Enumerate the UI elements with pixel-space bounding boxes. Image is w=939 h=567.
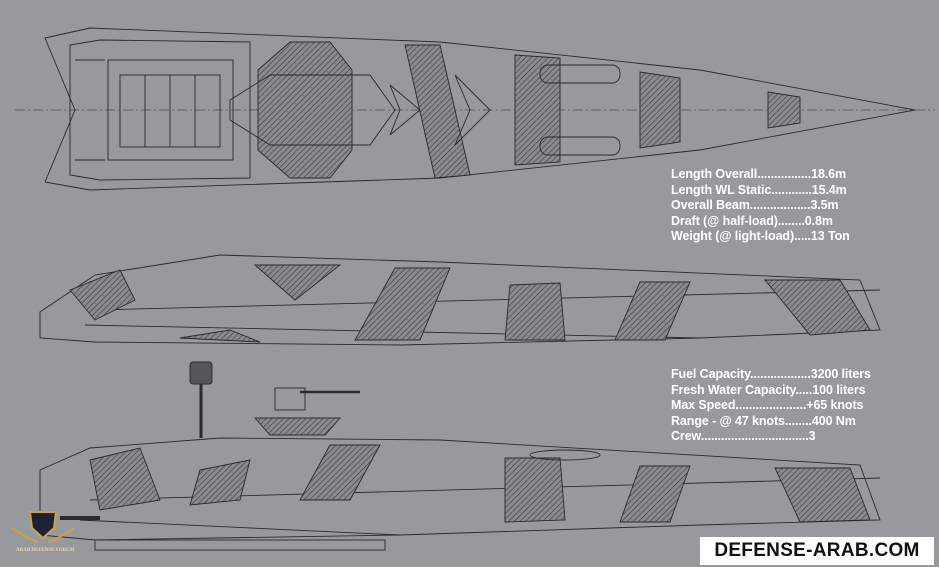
spec-row: Length WL Static............15.4m <box>671 183 850 199</box>
side-view-plain <box>39 254 881 346</box>
spec-value: 3200 liters <box>810 367 871 381</box>
spec-row: Range - @ 47 knots........400 Nm <box>671 414 871 430</box>
logo-text: ARAB DEFENSE FORUM <box>16 548 75 553</box>
spec-label: Max Speed <box>671 398 736 413</box>
spec-dots: .................. <box>749 198 811 213</box>
spec-value: 3.5m <box>810 198 839 213</box>
spec-dots: ........ <box>784 413 812 428</box>
spec-row: Crew................................3 <box>671 429 871 445</box>
spec-row: Fresh Water Capacity.....100 liters <box>671 383 871 399</box>
spec-row: Weight (@ light-load).....13 Ton <box>671 229 850 245</box>
shield-icon <box>11 511 75 543</box>
spec-row: Draft (@ half-load)........0.8m <box>671 214 850 230</box>
spec-value: 13 Ton <box>810 229 850 244</box>
spec-label: Weight (@ light-load) <box>671 229 795 244</box>
spec-value: +65 knots <box>806 398 864 413</box>
spec-label: Length WL Static <box>671 182 772 197</box>
spec-value: 100 liters <box>812 382 866 397</box>
spec-label: Fuel Capacity <box>671 367 751 381</box>
arab-defense-forum-logo: ARAB DEFENSE FORUM <box>8 508 78 566</box>
spec-dots: ........ <box>777 213 805 228</box>
spec-dots: ................ <box>757 167 812 181</box>
watermark: DEFENSE-ARAB.COM <box>700 537 934 565</box>
spec-dots: ............ <box>771 182 812 197</box>
spec-dots: ..... <box>794 229 811 244</box>
spec-label: Draft (@ half-load) <box>671 213 778 228</box>
spec-row: Overall Beam..................3.5m <box>671 198 850 214</box>
spec-label: Length Overall <box>671 167 758 181</box>
spec-dots: ..................... <box>735 398 807 413</box>
spec-row: Length Overall................18.6m <box>671 167 850 183</box>
dimensions-specs: Length Overall................18.6m Leng… <box>671 167 850 245</box>
spec-value: 0.8m <box>804 213 833 228</box>
spec-value: 15.4m <box>811 182 847 197</box>
spec-label: Fresh Water Capacity <box>671 382 796 397</box>
spec-row: Fuel Capacity..................3200 lite… <box>671 367 871 383</box>
spec-dots: ................................ <box>700 429 809 444</box>
spec-label: Range - @ 47 knots <box>671 413 785 428</box>
spec-dots: ..... <box>795 382 813 397</box>
side-view-armed <box>39 361 881 551</box>
spec-value: 400 Nm <box>811 413 856 428</box>
spec-label: Overall Beam <box>671 198 750 213</box>
performance-specs: Fuel Capacity..................3200 lite… <box>671 367 871 445</box>
spec-label: Crew <box>671 429 701 444</box>
spec-row: Max Speed.....................+65 knots <box>671 398 871 414</box>
spec-value: 18.6m <box>811 167 847 181</box>
top-view <box>15 27 935 191</box>
spec-dots: .................. <box>750 367 811 381</box>
spec-value: 3 <box>808 429 816 444</box>
